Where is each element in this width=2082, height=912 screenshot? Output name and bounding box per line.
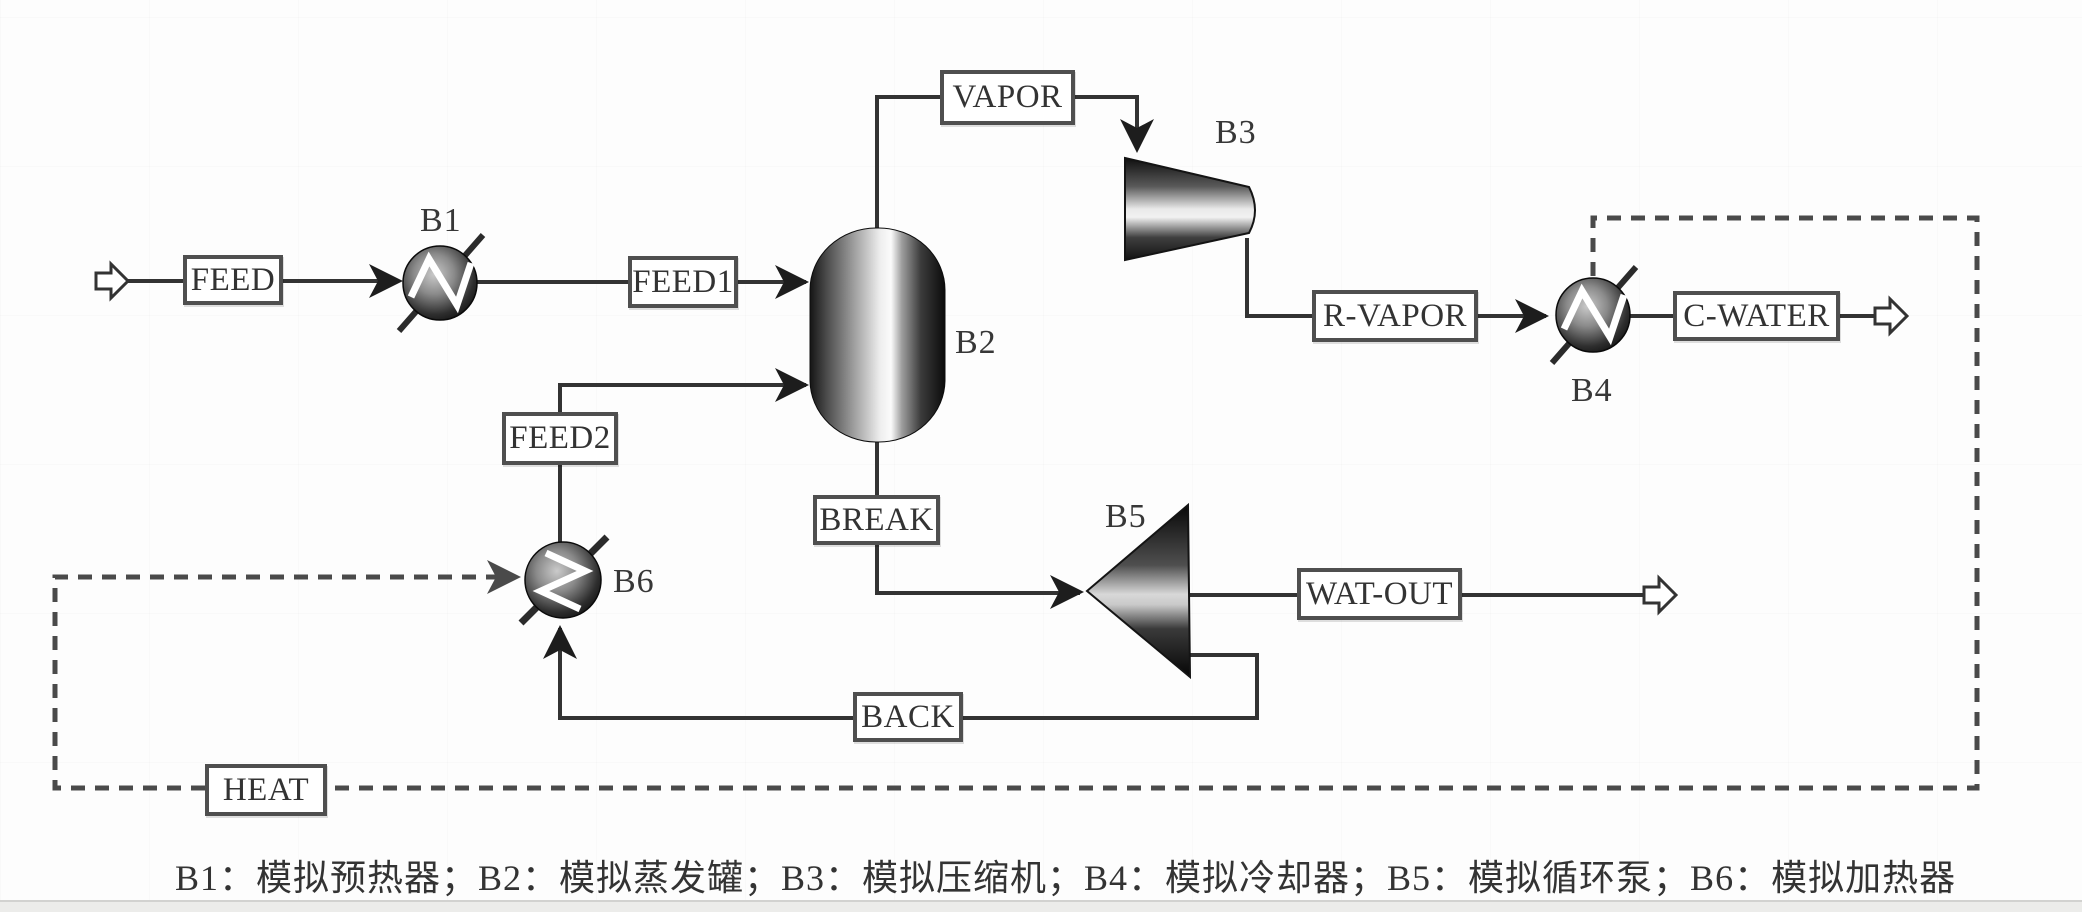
arrow-heat-into-b6-icon [487, 560, 521, 594]
line-break-to-b5 [875, 545, 1080, 595]
feed-inlet-arrow-icon [94, 260, 131, 302]
stream-label-vapor: VAPOR [940, 70, 1075, 125]
boundary-arrows [94, 260, 1910, 616]
block-tag-b1: B1 [420, 202, 462, 239]
stream-label-feed1: FEED1 [628, 256, 738, 308]
stream-label-break: BREAK [813, 495, 940, 545]
line-b5-back-to-b6 [558, 628, 1259, 720]
arrow-into-b2-lower-icon [775, 368, 809, 402]
b6-heater-icon [518, 534, 610, 626]
block-tag-b6: B6 [613, 563, 655, 600]
stream-label-c-water: C-WATER [1673, 291, 1840, 341]
line-feed2-to-b2 [558, 383, 806, 412]
b4-cooler-icon [1549, 265, 1639, 365]
b5-pump-icon [1085, 502, 1192, 680]
block-tag-b3: B3 [1215, 114, 1257, 151]
process-lines [128, 95, 1877, 720]
flow-arrowheads [369, 119, 1549, 659]
arrow-into-b3-icon [1120, 119, 1154, 153]
line-vapor-to-b3 [1075, 95, 1139, 148]
b3-compressor-icon [1124, 156, 1256, 262]
bottom-edge-strip [0, 900, 2082, 912]
arrow-into-b6-bottom-icon [543, 625, 577, 659]
arrow-into-b1-icon [369, 264, 403, 298]
arrow-into-b2-upper-icon [775, 265, 809, 299]
dashed-heat-line [52, 215, 1980, 791]
line-b2-to-vapor [875, 95, 940, 230]
block-tag-b4: B4 [1571, 372, 1613, 409]
line-b3-to-rvapor [1245, 238, 1312, 318]
b1-heat-exchanger-icon [396, 233, 486, 333]
watout-outlet-arrow-icon [1642, 574, 1679, 616]
stream-label-r-vapor: R-VAPOR [1312, 290, 1478, 342]
b2-vessel-icon [809, 227, 946, 443]
block-tag-b2: B2 [955, 324, 997, 361]
stream-label-back: BACK [853, 692, 963, 742]
arrow-into-b4-icon [1515, 299, 1549, 333]
stream-label-wat-out: WAT-OUT [1297, 568, 1462, 620]
block-tag-b5: B5 [1105, 498, 1147, 535]
arrow-into-b5-icon [1050, 575, 1084, 609]
cwater-outlet-arrow-icon [1873, 295, 1910, 337]
stream-label-heat: HEAT [205, 764, 327, 816]
figure-caption: B1：模拟预热器；B2：模拟蒸发罐；B3：模拟压缩机；B4：模拟冷却器；B5：模… [175, 858, 1957, 898]
stream-label-feed2: FEED2 [502, 412, 618, 465]
stream-label-feed: FEED [183, 255, 283, 305]
